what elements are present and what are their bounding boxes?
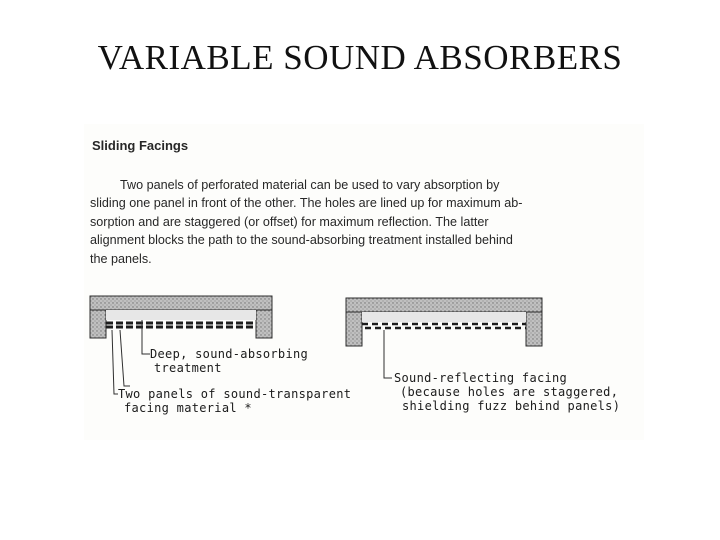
section-heading: Sliding Facings: [92, 138, 189, 153]
paragraph-line: Two panels of perforated material can be…: [120, 178, 500, 192]
label-deep-treatment-2: treatment: [154, 361, 222, 375]
label-two-panels-1: Two panels of sound-transparent: [118, 387, 351, 401]
slide-title: VARIABLE SOUND ABSORBERS: [97, 38, 623, 77]
aligned-panels-diagram: [89, 295, 273, 395]
scanned-figure: Sliding Facings Two panels of perforated…: [84, 124, 644, 440]
paragraph-line: the panels.: [90, 251, 152, 266]
description-paragraph: Two panels of perforated material can be…: [90, 176, 606, 268]
label-reflecting-2: (because holes are staggered,: [400, 385, 618, 399]
label-deep-treatment-1: Deep, sound-absorbing: [150, 347, 308, 361]
paragraph-line: alignment blocks the path to the sound-a…: [90, 233, 513, 248]
label-two-panels-2: facing material *: [124, 401, 252, 415]
paragraph-line: sliding one panel in front of the other.…: [90, 196, 523, 211]
staggered-panels-diagram: [345, 297, 543, 379]
paragraph-line: sorption and are staggered (or offset) f…: [90, 214, 489, 229]
panel-diagram: Deep, sound-absorbing treatment Two pane…: [89, 295, 620, 415]
label-reflecting-3: shielding fuzz behind panels): [402, 399, 620, 413]
label-reflecting-1: Sound-reflecting facing: [394, 371, 567, 385]
